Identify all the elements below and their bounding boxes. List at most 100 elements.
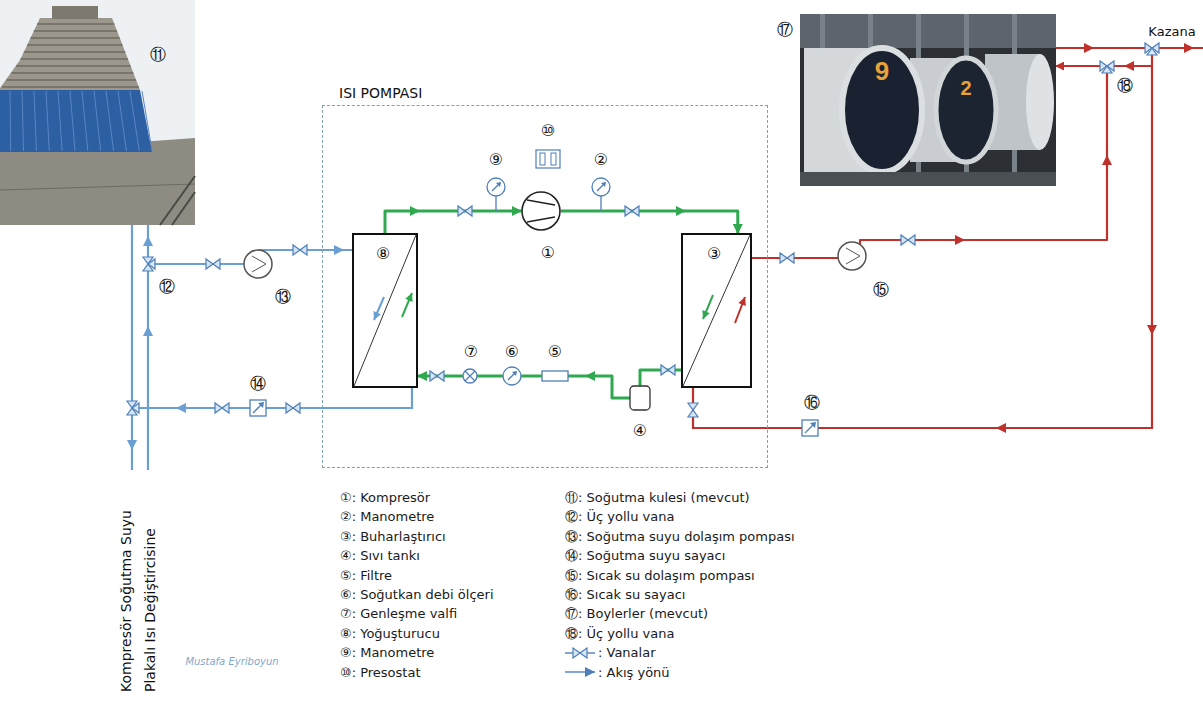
manometer-symbol [487, 178, 505, 196]
flow-arrow [1184, 43, 1194, 53]
refrigerant-pipe [561, 211, 738, 233]
legend-row: ⑫: Üç yollu vana [565, 506, 674, 525]
legend-row: ⑦: Genleşme valfi [340, 603, 457, 622]
legend-text: ⑧: Yoğuşturucu [340, 627, 440, 642]
valve-symbol [688, 403, 698, 417]
flow-arrow [127, 440, 137, 450]
legend-text: ⑬: Soğutma suyu dolaşım pompası [565, 530, 795, 545]
legend-text: : Akış yönü [598, 666, 670, 681]
photo-marking: 2 [960, 77, 971, 100]
flow-arrow [735, 297, 745, 323]
pressure-switch-contact [540, 153, 545, 165]
callout-number: ⑤ [548, 343, 562, 361]
heat-pump-boundary: ISI POMPASI⑧①③ [322, 105, 768, 468]
pump-impeller [252, 256, 266, 272]
text-slot: ⑩ [541, 121, 555, 140]
text-slot: Plakalı Isı Değiştircisine [140, 528, 159, 692]
callout-number: ② [594, 151, 608, 169]
stair-rail [172, 192, 195, 225]
tower-louvre [37, 23, 114, 25]
cooling-tower-photo: ⑪ [0, 0, 195, 225]
text-slot: ⑨ [489, 150, 503, 169]
valve-symbol [901, 235, 915, 245]
callout-number: ⑯ [804, 394, 820, 412]
pressure-switch [536, 150, 560, 168]
text-slot: ⑪ [150, 45, 166, 64]
tower-louvre [7, 79, 136, 81]
compressor-circle: ① [521, 191, 561, 231]
tower-louvre [30, 37, 119, 39]
tower-louvre [20, 58, 127, 60]
hot-water-pipe [693, 48, 1203, 428]
compressor-symbol [522, 192, 560, 230]
callout-number: ④ [633, 422, 647, 440]
legend-row: ⑨: Manometre [340, 642, 434, 661]
callout-number: ⑬ [275, 288, 291, 306]
tower-body [0, 18, 140, 90]
flow-meter-symbol [503, 367, 521, 385]
arrow-head [374, 311, 381, 320]
valve-symbol [430, 371, 444, 381]
legend-row: ⑥: Soğutkan debi ölçeri [340, 584, 494, 603]
tower-louvre [2, 86, 139, 88]
cladding-rib [118, 91, 126, 151]
legend-text: ④: Sıvı tankı [340, 549, 420, 564]
tower-top [52, 6, 98, 19]
text-slot: ④ [633, 421, 647, 440]
liquid-tank [630, 386, 650, 410]
text-slot: ISI POMPASI [339, 83, 422, 102]
valve-symbol [286, 403, 300, 413]
legend-row: ⑬: Soğutma suyu dolaşım pompası [565, 526, 795, 545]
legend-row: ⑪: Soğutma kulesi (mevcut) [565, 487, 750, 506]
ceiling [800, 14, 1056, 48]
legend-text: ⑰: Boylerler (mevcut) [565, 607, 708, 622]
arrow-head [585, 667, 595, 677]
legend-text: ⑯: Sıcak su sayacı [565, 588, 685, 603]
valve-symbol [206, 259, 220, 269]
filter-symbol [542, 371, 568, 381]
node-art [521, 191, 561, 231]
cladding-rib [82, 91, 88, 151]
flow-arrow [1124, 61, 1134, 71]
legend-row: ①: Kompresör [340, 487, 430, 506]
three-way-valve [1145, 43, 1159, 55]
flow-arrow [143, 236, 153, 246]
text-slot: ⑰ [777, 20, 793, 39]
plate-divider [683, 235, 750, 386]
valve-symbol [573, 648, 587, 658]
callout-number: ⑱ [1117, 77, 1133, 95]
text-slot: Kazana [1148, 21, 1195, 40]
arrow-head [738, 297, 745, 306]
text-slot: ⑭ [250, 374, 266, 393]
text-slot: ⑤ [548, 342, 562, 361]
legend-text: ②: Manometre [340, 510, 434, 525]
cladding-rib [94, 91, 101, 151]
flow-arrow [374, 297, 384, 320]
callout-number: ① [541, 244, 555, 262]
flow-arrow [955, 235, 965, 245]
sky [0, 0, 195, 225]
legend-row: ⑭: Soğutma suyu sayacı [565, 545, 725, 564]
photo-marking: 9 [875, 57, 889, 87]
legend-row: ⑯: Sıcak su sayacı [565, 584, 685, 603]
three-way-valve [1100, 61, 1114, 73]
callout-number: ⑮ [873, 281, 889, 299]
flow-arrow [402, 293, 412, 317]
legend-row: ②: Manometre [340, 506, 434, 525]
text-slot: ③ [707, 244, 721, 263]
blue-cladding [0, 90, 152, 152]
cladding-rib [130, 91, 139, 151]
text-slot: Mustafa Eyriboyun [185, 650, 278, 669]
flow-arrow [585, 371, 595, 381]
tower-louvre [16, 65, 131, 67]
text-slot: ⑧ [376, 244, 390, 263]
text-slot: ⑬ [275, 287, 291, 306]
stair-rail [160, 176, 195, 225]
text-slot: 9 [875, 57, 889, 87]
legend-row: ④: Sıvı tankı [340, 545, 420, 564]
flow-arrow [1102, 155, 1112, 165]
photo-ground [800, 14, 1056, 186]
callout-number: ⑩ [541, 122, 555, 140]
gauge-stem [495, 196, 496, 211]
flow-arrow [996, 423, 1006, 433]
